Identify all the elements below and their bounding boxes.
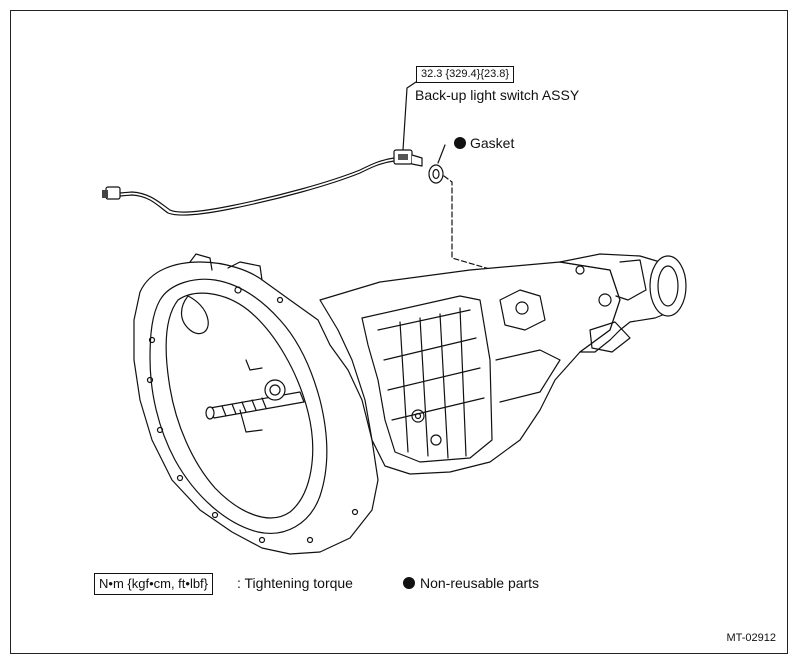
gasket-dot-icon xyxy=(454,137,466,149)
legend-non-reusable-text: Non-reusable parts xyxy=(420,575,540,591)
legend-torque-text: : Tightening torque xyxy=(237,575,353,591)
backup-light-switch xyxy=(102,149,423,216)
gasket-label-text: Gasket xyxy=(470,135,515,151)
switch-leader-line xyxy=(402,81,417,151)
input-shaft xyxy=(205,359,305,433)
extension-housing xyxy=(559,253,687,353)
diagram-frame xyxy=(10,10,788,654)
install-dash-line xyxy=(443,175,501,273)
torque-spec-box: 32.3 {329.4}{23.8} xyxy=(416,66,515,83)
legend-non-reusable: Non-reusable parts xyxy=(403,575,539,591)
gasket-part xyxy=(428,144,446,184)
figure-code: MT-02912 xyxy=(726,632,776,644)
legend-torque-units-box: N•m {kgf•cm, ft•lbf} xyxy=(94,573,214,595)
switch-label: Back-up light switch ASSY xyxy=(415,87,580,103)
gasket-label: Gasket xyxy=(454,135,514,151)
non-reusable-dot-icon xyxy=(403,577,415,589)
